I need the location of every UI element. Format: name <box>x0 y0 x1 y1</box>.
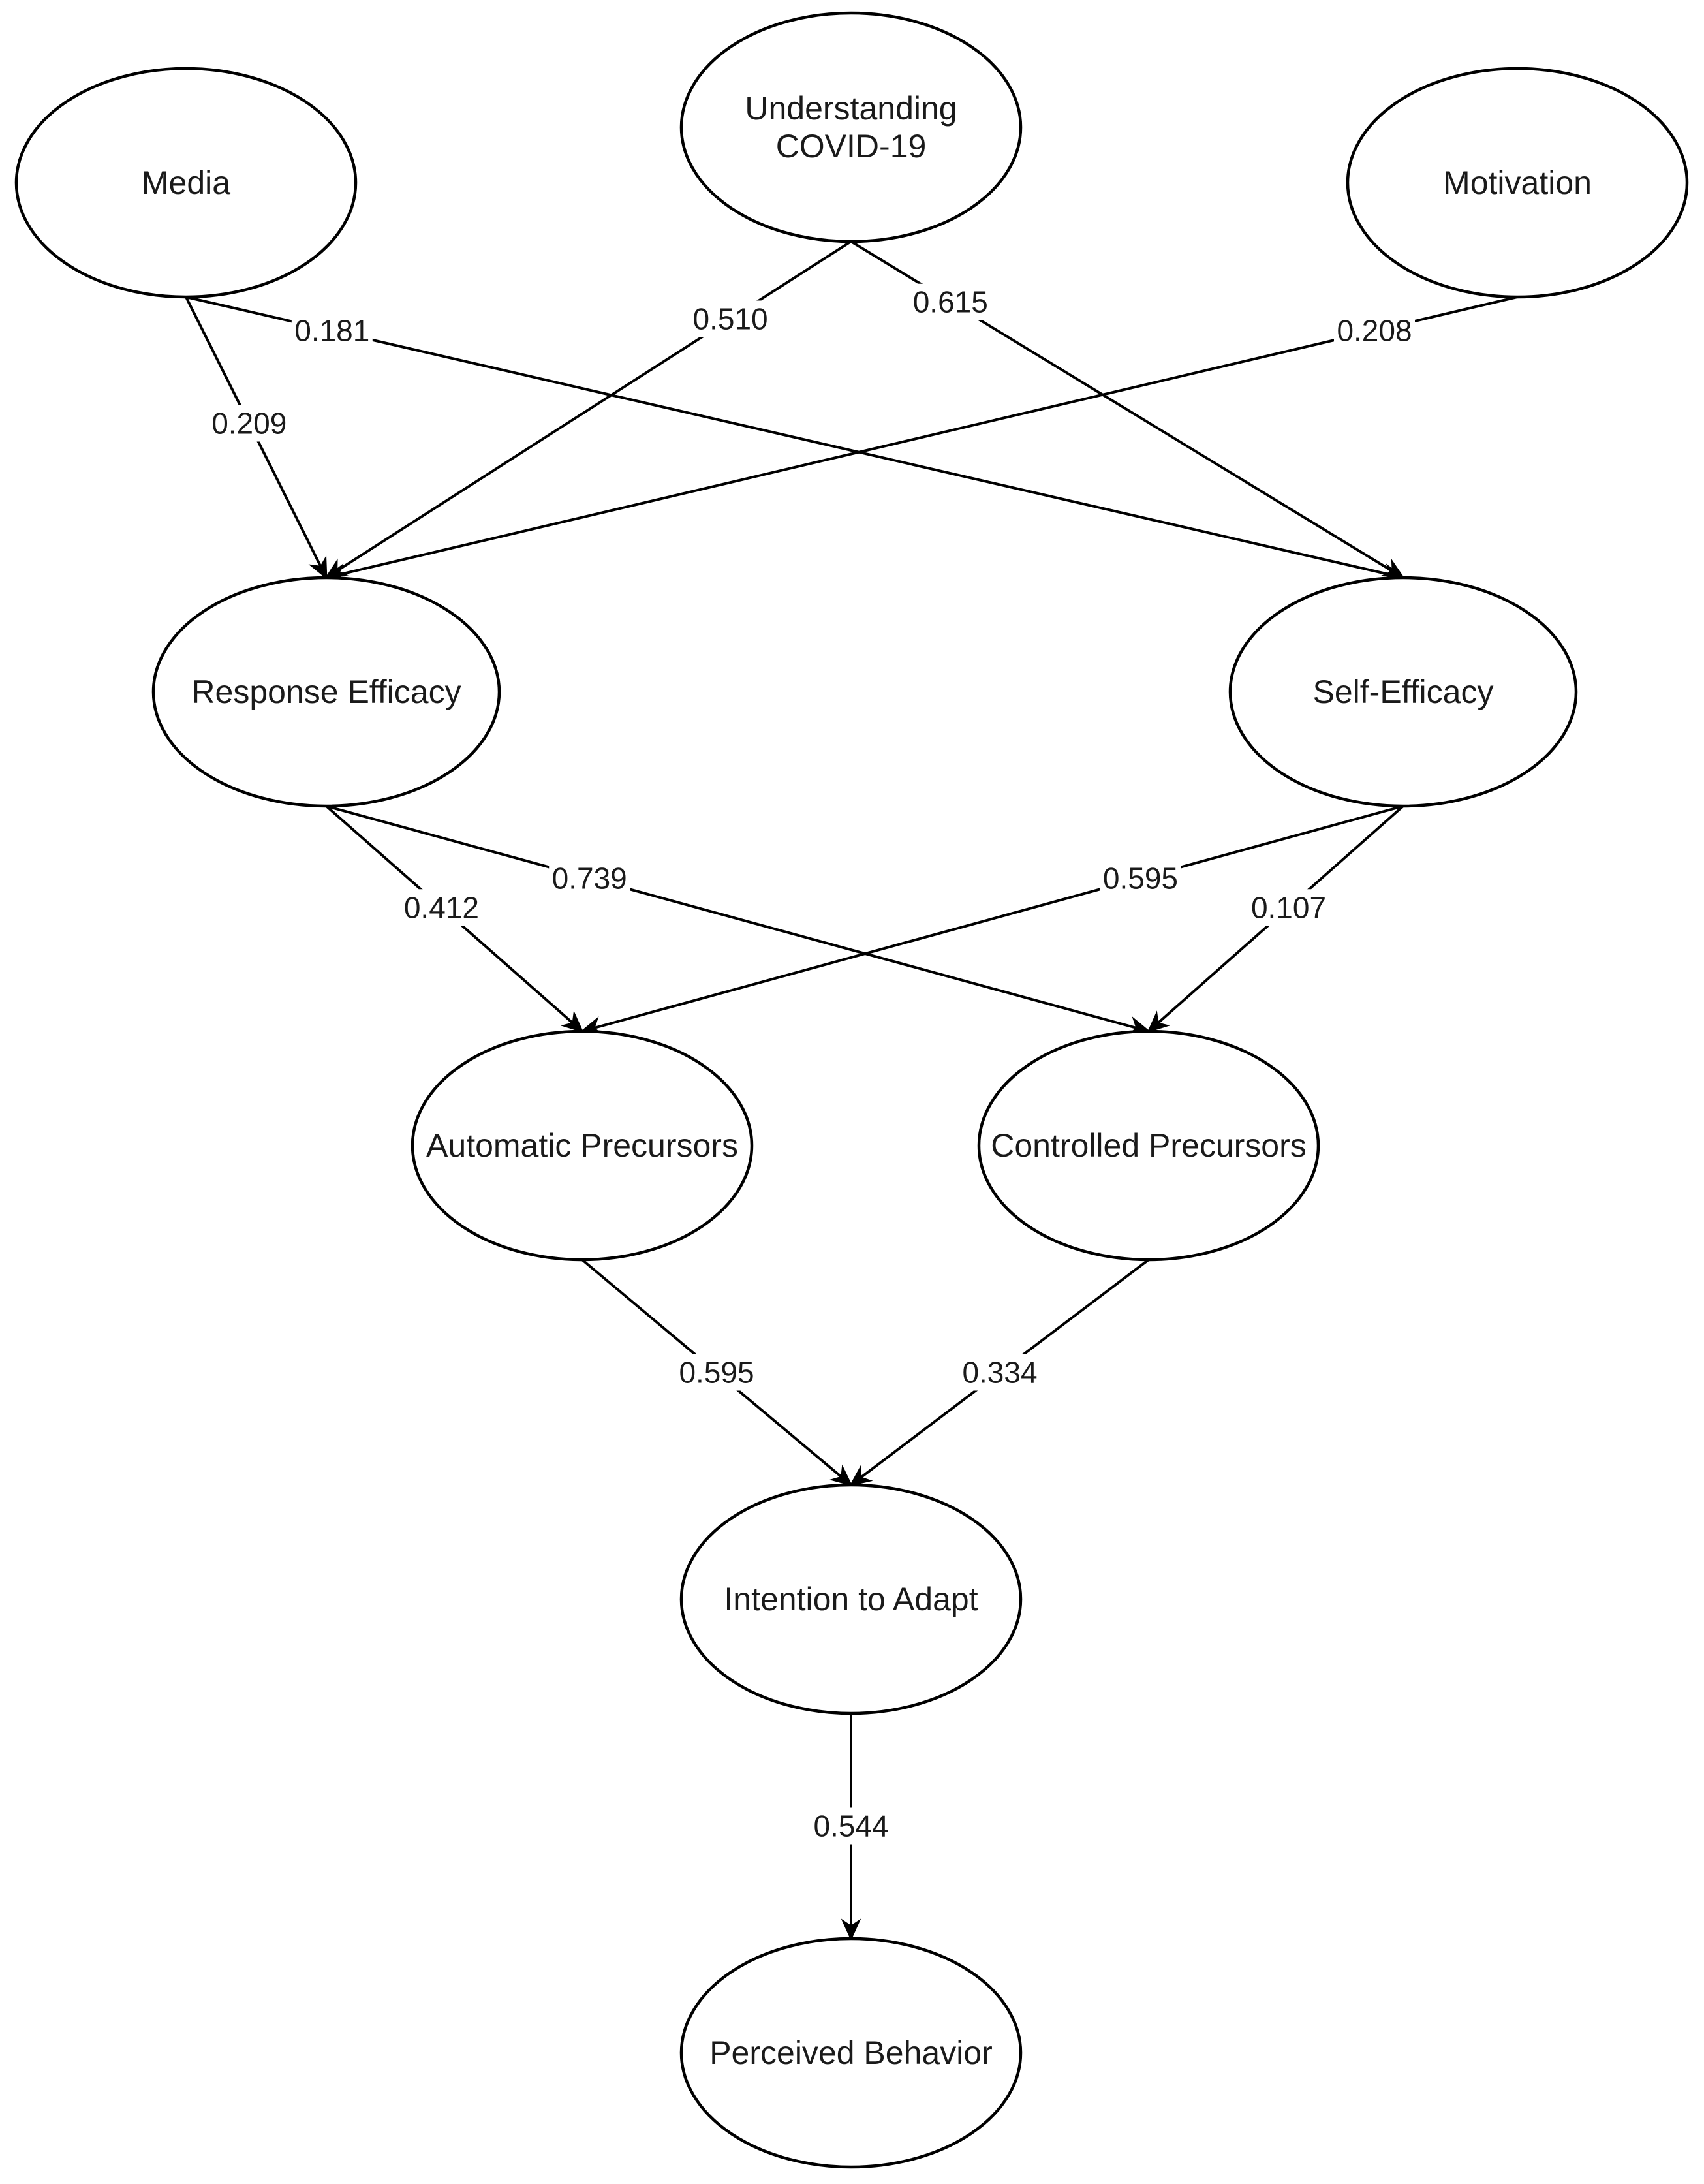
node-label-motivation: Motivation <box>1443 164 1592 201</box>
edge-label-background <box>910 283 991 320</box>
edge-label-understanding-to-self: 0.615 <box>913 285 988 319</box>
node-label-media: Media <box>142 164 230 201</box>
edge-label-media-to-response: 0.209 <box>211 407 287 441</box>
node-label-understanding: COVID-19 <box>776 128 927 164</box>
node-label-intention: Intention to Adapt <box>724 1581 978 1617</box>
edge-label-group: 0.412 <box>401 889 482 926</box>
edge-label-controlled-to-intention: 0.334 <box>962 1356 1037 1390</box>
edge-label-automatic-to-intention: 0.595 <box>679 1356 754 1390</box>
edge-understanding-to-response <box>324 240 852 579</box>
node-label-response: Response Efficacy <box>191 674 461 710</box>
node-intention: Intention to Adapt <box>679 1483 1023 1715</box>
edge-label-group: 0.510 <box>690 300 771 337</box>
edge-label-group: 0.334 <box>959 1354 1040 1391</box>
edge-label-background <box>676 1354 757 1391</box>
edge-label-group: 0.209 <box>208 405 290 442</box>
node-ellipse-intention <box>679 1483 1023 1715</box>
edge-media-to-self <box>185 296 1406 584</box>
edge-label-group: 0.595 <box>676 1354 757 1391</box>
edge-label-background <box>811 1807 891 1845</box>
node-ellipse-motivation <box>1346 67 1689 299</box>
node-ellipse-response <box>151 576 501 808</box>
edge-label-group: 0.181 <box>291 312 373 349</box>
node-response: Response Efficacy <box>151 576 501 808</box>
node-label-automatic: Automatic Precursors <box>426 1127 738 1164</box>
edge-label-background <box>1334 312 1415 349</box>
node-media: Media <box>14 67 358 299</box>
edge-label-understanding-to-response: 0.510 <box>693 302 768 335</box>
edge-response-to-controlled <box>326 805 1151 1036</box>
node-controlled: Controlled Precursors <box>977 1029 1320 1262</box>
node-ellipse-media <box>14 67 358 299</box>
node-perceived: Perceived Behavior <box>679 1937 1023 2169</box>
edge-label-group: 0.739 <box>549 860 630 897</box>
edge-label-background <box>401 889 482 926</box>
node-label-self: Self-Efficacy <box>1313 674 1494 710</box>
node-ellipse-automatic <box>411 1029 754 1262</box>
node-ellipse-controlled <box>977 1029 1320 1262</box>
node-self: Self-Efficacy <box>1228 576 1578 808</box>
edge-label-background <box>1100 860 1181 897</box>
edge-label-group: 0.595 <box>1100 860 1181 897</box>
edge-label-motivation-to-response: 0.208 <box>1337 314 1412 348</box>
edge-label-background <box>959 1354 1040 1391</box>
edge-label-self-to-controlled: 0.107 <box>1251 890 1326 924</box>
node-ellipse-self <box>1228 576 1578 808</box>
node-label-understanding: Understanding <box>745 90 957 127</box>
edge-label-group: 0.107 <box>1248 889 1329 926</box>
node-label-controlled: Controlled Precursors <box>991 1127 1307 1164</box>
node-ellipse-understanding <box>679 11 1023 243</box>
edge-label-group: 0.208 <box>1334 312 1415 349</box>
edge-label-background <box>1248 889 1329 926</box>
edge-label-background <box>291 312 373 349</box>
nodes-layer: Media UnderstandingCOVID-19MotivationResp… <box>14 11 1689 2169</box>
edge-label-background <box>208 405 290 442</box>
edge-label-background <box>690 300 771 337</box>
node-ellipse-perceived <box>679 1937 1023 2169</box>
edge-motivation-to-response <box>324 296 1518 583</box>
edge-label-response-to-controlled: 0.739 <box>552 861 627 895</box>
edge-label-media-to-self: 0.181 <box>294 314 369 348</box>
edge-label-self-to-automatic: 0.595 <box>1103 861 1178 895</box>
node-automatic: Automatic Precursors <box>411 1029 754 1262</box>
edge-label-background <box>549 860 630 897</box>
node-label-perceived: Perceived Behavior <box>709 2035 993 2071</box>
edge-labels-layer: 0.209 0.181 0.510 0.615 0.208 0.412 0.739 0.595… <box>208 283 1415 1845</box>
edge-label-group: 0.615 <box>910 283 991 320</box>
node-motivation: Motivation <box>1346 67 1689 299</box>
edge-label-group: 0.544 <box>811 1807 891 1845</box>
edge-label-response-to-automatic: 0.412 <box>404 890 479 924</box>
edge-label-intention-to-perceived: 0.544 <box>813 1809 888 1843</box>
edge-self-to-automatic <box>580 805 1404 1036</box>
